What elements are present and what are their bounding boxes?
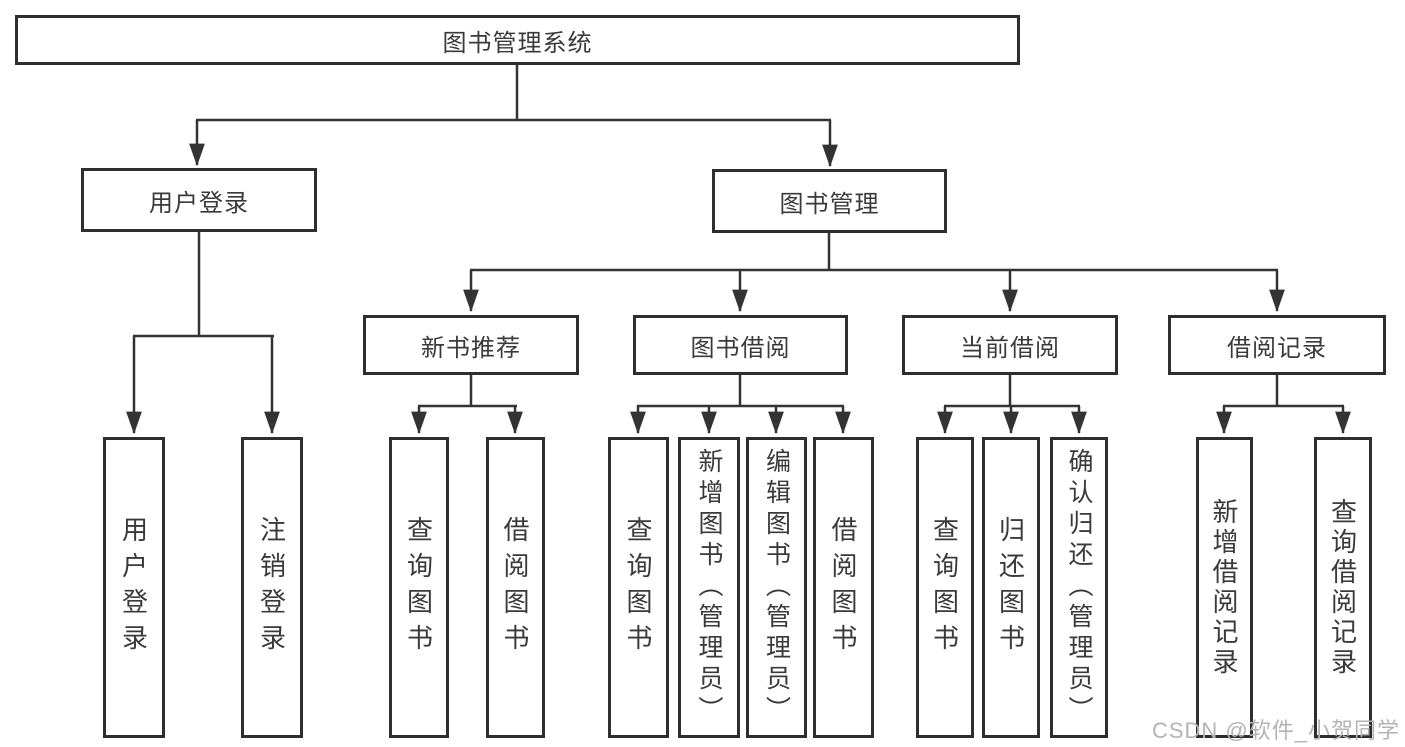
leaf-user-login: 用户登录 bbox=[103, 437, 165, 738]
node-new-book-recommend: 新书推荐 bbox=[363, 315, 579, 375]
leaf-logout: 注销登录 bbox=[241, 437, 303, 738]
leaf-query-books-current: 查询图书 bbox=[916, 437, 974, 738]
csdn-watermark: CSDN @软件_小贺同学 bbox=[1151, 718, 1400, 743]
leaf-query-books-borrow: 查询图书 bbox=[608, 437, 669, 738]
leaf-add-book-admin: 新增图书（管理员） bbox=[678, 437, 740, 738]
leaf-return-books: 归还图书 bbox=[982, 437, 1040, 738]
leaf-confirm-return-admin: 确认归还（管理员） bbox=[1050, 437, 1108, 738]
node-borrow-records: 借阅记录 bbox=[1168, 315, 1386, 375]
node-book-management: 图书管理 bbox=[712, 169, 947, 233]
node-user-login: 用户登录 bbox=[81, 168, 317, 232]
leaf-borrow-books-borrow: 借阅图书 bbox=[813, 437, 874, 738]
leaf-borrow-books-recommend: 借阅图书 bbox=[486, 437, 545, 738]
leaf-edit-book-admin: 编辑图书（管理员） bbox=[746, 437, 807, 738]
node-book-borrow: 图书借阅 bbox=[633, 315, 848, 375]
node-current-borrow: 当前借阅 bbox=[902, 315, 1118, 375]
leaf-query-books-recommend: 查询图书 bbox=[389, 437, 449, 738]
leaf-add-borrow-record: 新增借阅记录 bbox=[1196, 437, 1253, 738]
leaf-query-borrow-record: 查询借阅记录 bbox=[1314, 437, 1372, 738]
node-root: 图书管理系统 bbox=[15, 15, 1020, 65]
